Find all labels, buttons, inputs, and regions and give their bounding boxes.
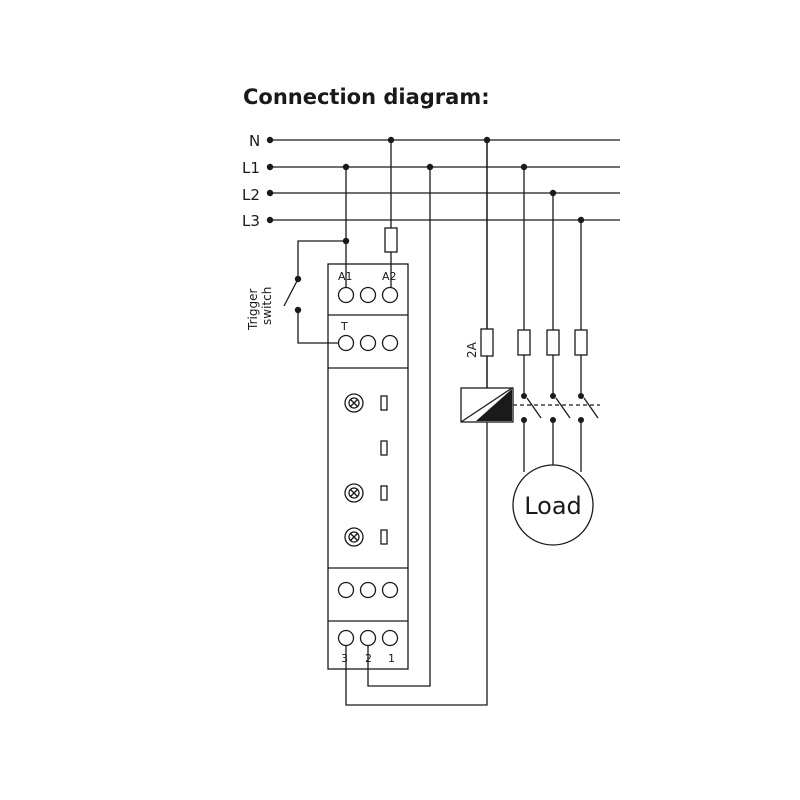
diagram-title: Connection diagram:: [243, 85, 490, 109]
supply-bus: [266, 136, 620, 224]
terminal-screw: [381, 286, 399, 304]
relay-module: A1 A2 T 3 2 1: [327, 263, 409, 670]
contact-terminal: [550, 393, 556, 399]
fuse-rating-label: 2A: [465, 341, 479, 358]
contactor-coil-icon: [460, 387, 514, 423]
switch-blade: [283, 280, 298, 307]
terminal-screw: [359, 286, 377, 304]
terminal-label-3: 3: [341, 652, 348, 665]
label-l1: L1: [242, 159, 260, 177]
wire-trigger: [297, 313, 338, 344]
wire-output-2: [367, 167, 431, 687]
fuse-icon: [546, 329, 560, 356]
terminal-label-a2: A2: [382, 270, 397, 283]
fuse-icon: [384, 227, 398, 253]
terminal-dot-l3: [266, 216, 274, 224]
switch-contact: [294, 275, 302, 283]
main-contacts-icon: [513, 397, 600, 419]
led-indicator-icon: [380, 529, 388, 545]
load-circle: [512, 464, 594, 546]
terminal-label-t: T: [340, 320, 348, 333]
wire-trigger: [297, 240, 346, 276]
switch-label: switch: [260, 287, 274, 325]
fuse-icon: [517, 329, 531, 356]
led-indicator-icon: [380, 440, 388, 456]
terminal-dot-l2: [266, 189, 274, 197]
label-l2: L2: [242, 186, 260, 204]
terminal-label-1: 1: [388, 652, 395, 665]
module-housing: [327, 263, 409, 670]
potentiometer-knob-icon: [344, 483, 364, 503]
contact-terminal: [521, 393, 527, 399]
fuse-icon: [574, 329, 588, 356]
terminal-screw: [381, 581, 399, 599]
terminal-screw: [337, 629, 355, 647]
terminal-dot-l1: [266, 163, 274, 171]
led-indicator-icon: [380, 395, 388, 411]
led-indicator-icon: [380, 485, 388, 501]
terminal-screw: [381, 334, 399, 352]
potentiometer-knob-icon: [344, 527, 364, 547]
terminal-screw: [359, 629, 377, 647]
trigger-label: Trigger: [246, 289, 260, 331]
terminal-dot-n: [266, 136, 274, 144]
label-l3: L3: [242, 212, 260, 230]
terminal-label-a1: A1: [338, 270, 353, 283]
contact-terminal: [578, 393, 584, 399]
load-label: Load: [524, 492, 582, 520]
junction-dots: [342, 136, 585, 224]
terminal-screw: [337, 334, 355, 352]
terminal-screw: [359, 334, 377, 352]
potentiometer-knob-icon: [344, 393, 364, 413]
terminal-screw: [359, 581, 377, 599]
trigger-switch: Trigger switch: [246, 240, 346, 344]
terminal-screw: [381, 629, 399, 647]
fuse-2a-icon: [480, 328, 494, 357]
switch-contact: [294, 306, 302, 314]
label-n: N: [249, 132, 260, 150]
terminal-screw: [337, 581, 355, 599]
